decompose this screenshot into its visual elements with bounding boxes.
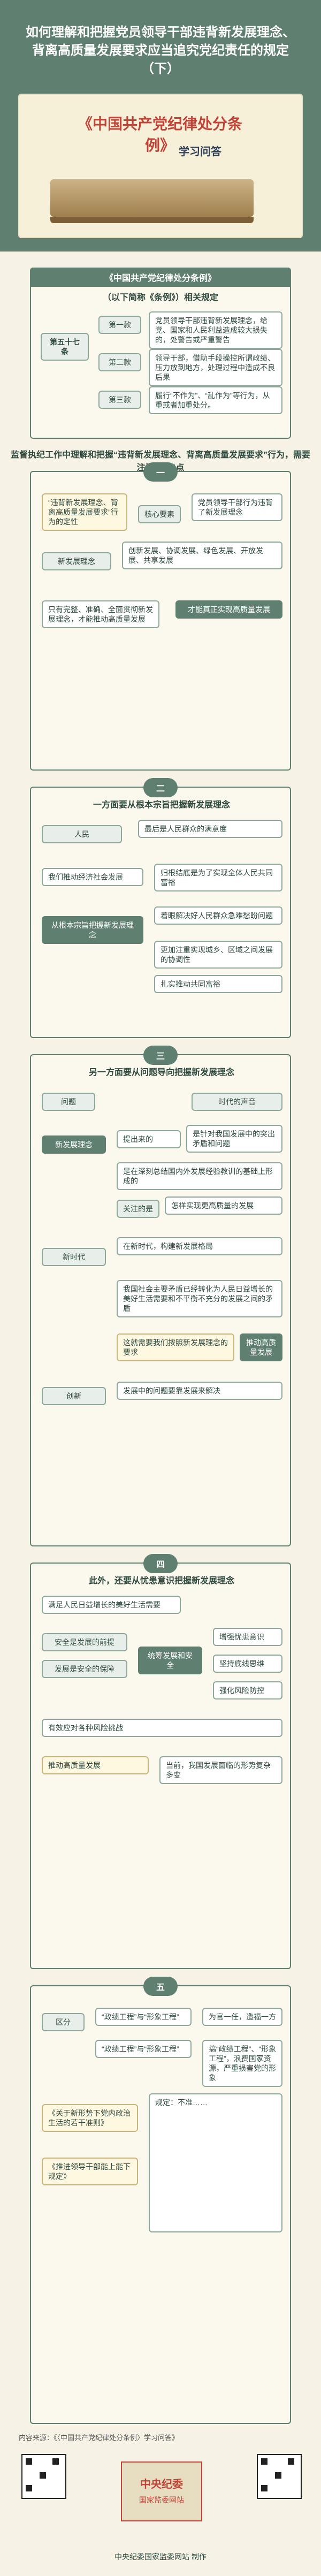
logo-text-bottom: 国家监委网站: [139, 2496, 184, 2504]
section-4-node-a: 满足人民日益增长的美好生活需要: [42, 1596, 181, 1614]
section-3-node-a: 提出来的: [117, 1130, 181, 1148]
clause-2-label: 第二款: [98, 353, 141, 371]
section-2-node-right-b: 更加注重实现城乡、区域之间发展的协调性: [154, 941, 282, 969]
qr-code-icon: [257, 2454, 302, 2499]
section-3-node-d: 关注的是: [117, 1200, 159, 1218]
intro-card-header: 《中国共产党纪律处分条例》: [30, 268, 291, 287]
section-5-node-right-a: 为官一任，造福一方: [202, 2008, 282, 2026]
book-illustration: 《中国共产党纪律处分条例》 学习问答: [18, 94, 303, 238]
section-2-node-top: 人民: [42, 825, 122, 843]
clause-1-text: 党员领导干部违背新发展理念，给党、国家和人民利益造成较大损失的，处警告或严重警告: [149, 311, 282, 349]
intro-title-line-1: 《中国共产党纪律处分条例》: [104, 274, 216, 283]
section-3-node-g: 在新时代，构建新发展格局: [117, 1237, 282, 1255]
section-5-tab: 五: [143, 1977, 178, 1996]
article-label: 第五十七条: [41, 333, 89, 361]
section-1-node-right2: 创新发展、协调发展、绿色发展、开放发展、共享发展: [122, 542, 282, 569]
section-3-node-center: 新发展理念: [42, 1135, 106, 1154]
section-4-node-e: 增强忧患意识: [213, 1628, 282, 1646]
source-note: 内容来源：《〈中国共产党纪律处分条例〉学习问答》: [19, 2434, 179, 2442]
section-3-node-left: 问题: [42, 1093, 95, 1111]
section-1-node-left3: 只有完整、准确、全面贯彻新发展理念，才能推动高质量发展: [42, 600, 159, 628]
section-1-tab: 一: [143, 462, 178, 482]
section-5-node-doc1: 《关于新形势下党内政治生活的若干准则》: [42, 2104, 138, 2132]
section-3-card: 三 另一方面要从问题导向把握新发展理念 问题 时代的声音 新发展理念 提出来的 …: [30, 1046, 291, 1546]
section-3-node-l: 发展中的问题要靠发展来解决: [117, 1382, 282, 1400]
section-2-node-center: 从根本宗旨把握新发展理念: [42, 916, 143, 944]
section-4-node-h: 有效应对各种风险挑战: [42, 1719, 282, 1737]
section-3-node-right: 时代的声音: [192, 1093, 282, 1111]
books-icon: [50, 179, 254, 223]
section-4-title: 此外，还要从忧患意识把握新发展理念: [88, 1576, 234, 1586]
section-2-node-mid-left: 我们推动经济社会发展: [42, 868, 143, 886]
intro-title-line-2: （以下简称《条例》）相关规定: [102, 293, 218, 302]
section-2-node-right-a: 着眼解决好人民群众急难愁盼问题: [154, 906, 282, 925]
section-1-node-mid: 核心要素: [138, 505, 181, 523]
section-5-card: 五 区分 “政绩工程”与“形象工程” “政绩工程”与“形象工程” 为官一任，造福…: [30, 1977, 291, 2424]
section-3-node-k: 创新: [42, 1387, 106, 1405]
section-4-tab: 四: [143, 1554, 178, 1573]
section-1-node-left2: 新发展理念: [42, 552, 111, 570]
section-2-card: 二 一方面要从根本宗旨把握新发展理念 人民 最后是人民群众的满意度 我们推动经济…: [30, 778, 291, 1038]
logo-text-top: 中央纪委: [140, 2479, 183, 2490]
clause-3-text: 履行“不作为”、“乱作为”等行为，从重或者加重处分。: [149, 386, 282, 414]
section-3-title: 另一方面要从问题导向把握新发展理念: [88, 1068, 234, 1077]
hero: 如何理解和把握党员领导干部违背新发展理念、背离高质量发展要求应当追究党纪责任的规…: [0, 0, 321, 251]
section-3-node-c: 是在深刻总结国内外发展经验教训的基础上形成的: [117, 1162, 282, 1190]
brand-logo: 中央纪委 国家监委网站: [121, 2461, 202, 2521]
section-3-node-i: 这就需要我们按照新发展理念的要求: [117, 1333, 234, 1361]
section-1-node-right: 党员领导干部行为违背了新发展理念: [192, 493, 282, 521]
section-5-node-left-a: “政绩工程”与“形象工程”: [95, 2008, 192, 2026]
section-4-node-g: 强化风险防控: [213, 1681, 282, 1699]
section-4-node-d: 统筹发展和安全: [138, 1647, 202, 1674]
section-1-node-right3: 才能真正实现高质量发展: [175, 600, 282, 619]
qr-code-icon: [21, 2454, 66, 2499]
section-3-node-b: 是针对我国发展中的突出矛盾和问题: [186, 1125, 282, 1153]
section-4-node-i: 推动高质量发展: [42, 1756, 149, 1774]
footer-credit: 中央纪委国家监委网站 制作: [114, 2552, 207, 2561]
hero-title: 如何理解和把握党员领导干部违背新发展理念、背离高质量发展要求应当追究党纪责任的规…: [26, 25, 295, 76]
intro-card: 《中国共产党纪律处分条例》 （以下简称《条例》）相关规定 第五十七条 第一款 党…: [30, 268, 291, 439]
section-4-node-j: 当前，我国发展面临的形势复杂多变: [159, 1756, 282, 1784]
section-2-title: 一方面要从根本宗旨把握新发展理念: [93, 801, 230, 810]
section-5-node-doc2: 《推进领导干部能上能下规定》: [42, 2158, 138, 2185]
section-2-node-right-c: 扎实推动共同富裕: [154, 975, 282, 993]
section-5-node-title: 区分: [42, 2013, 85, 2031]
section-1-node-left: “违背新发展理念、背离高质量发展要求”行为的定性: [42, 493, 127, 531]
clause-1-label: 第一款: [98, 316, 141, 334]
section-2-node-mid-right: 归根结底是为了实现全体人民共同富裕: [154, 864, 282, 891]
book-main-title: 《中国共产党纪律处分条例》: [77, 116, 242, 154]
clause-2-text: 领导干部，借助手段操控所谓政绩、压力放到地方，处理过程中造成不良后果: [149, 349, 282, 386]
section-5-node-right-b: 搞“政绩工程”、“形象工程”，浪费国家资源，严重损害党的形象: [202, 2040, 282, 2087]
section-4-node-f: 坚持底线思维: [213, 1655, 282, 1673]
section-5-node-rule: 规定：不准……: [149, 2093, 282, 2232]
section-4-card: 四 此外，还要从忧患意识把握新发展理念 满足人民日益增长的美好生活需要 安全是发…: [30, 1554, 291, 1969]
section-3-node-h: 我国社会主要矛盾已经转化为人民日益增长的美好生活需要和不平衡不充分的发展之间的矛…: [117, 1280, 282, 1317]
section-3-node-f: 新时代: [42, 1248, 106, 1266]
section-3-node-e: 怎样实现更高质量的发展: [165, 1196, 282, 1215]
section-2-node-top-right: 最后是人民群众的满意度: [138, 820, 282, 838]
section-3-node-j: 推动高质量发展: [240, 1333, 282, 1361]
section-1-card: 一 “违背新发展理念、背离高质量发展要求”行为的定性 核心要素 党员领导干部行为…: [30, 462, 291, 771]
clause-3-label: 第三款: [98, 391, 141, 409]
section-4-node-b: 安全是发展的前提: [42, 1633, 127, 1651]
section-2-tab: 二: [143, 778, 178, 797]
book-sub-title: 学习问答: [179, 146, 221, 158]
section-4-node-c: 发展是安全的保障: [42, 1660, 127, 1678]
section-3-tab: 三: [143, 1046, 178, 1065]
section-5-node-left-b: “政绩工程”与“形象工程”: [95, 2040, 192, 2058]
